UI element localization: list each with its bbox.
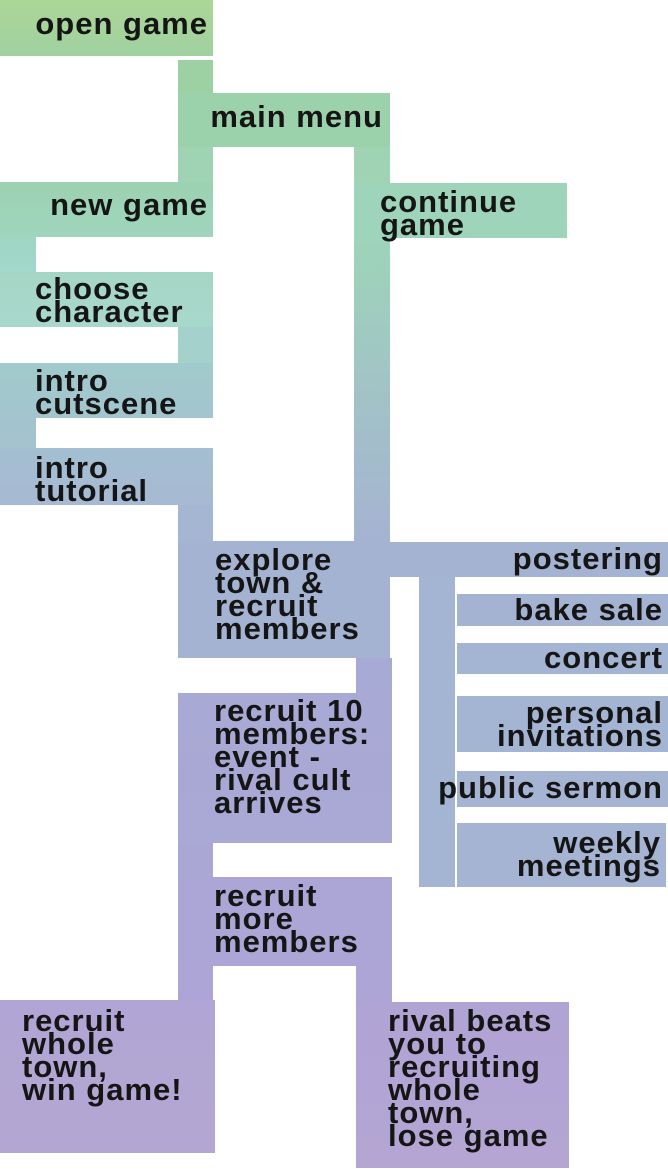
connector-main-to-continue <box>354 147 390 184</box>
node-win-game: recruit whole town, win game! <box>0 1000 215 1153</box>
node-explore-town-recruit-members: explore town & recruit members <box>178 541 390 658</box>
connector-tutorial-to-explore <box>178 505 213 541</box>
method-label: bake sale <box>514 592 663 627</box>
connector-open-to-main <box>178 60 213 94</box>
node-new-game: new game <box>0 182 213 237</box>
connector-explore-to-methods <box>390 542 457 577</box>
node-intro-cutscene: intro cutscene <box>0 363 213 419</box>
connector-continue-to-explore <box>354 238 390 541</box>
connector-more-to-win <box>178 966 213 1002</box>
node-main-menu: main menu <box>178 93 390 147</box>
node-open-game: open game <box>0 0 213 56</box>
method-label: personal invitations <box>496 695 663 753</box>
node-method-concert: concert <box>457 640 668 675</box>
connector-explore-to-recruit10 <box>356 658 392 693</box>
node-choose-character: choose character <box>0 272 213 327</box>
connector-main-to-new-game <box>178 147 213 183</box>
connector-cutscene-to-tutorial <box>0 418 36 448</box>
connector-choose-to-cutscene <box>178 327 213 363</box>
node-continue-game: continue game <box>354 183 567 240</box>
connector-new-to-choose <box>0 237 36 272</box>
method-label: postering <box>512 541 663 576</box>
node-recruit-more-members: recruit more members <box>178 877 392 966</box>
connector-more-to-lose <box>356 966 392 1002</box>
node-method-postering: postering <box>457 542 668 577</box>
method-label: weekly meetings <box>516 825 661 883</box>
node-lose-game: rival beats you to recruiting whole town… <box>356 1002 569 1168</box>
node-recruit-10-members-rival-arrives: recruit 10 members: event - rival cult a… <box>178 693 392 843</box>
method-label: public sermon <box>438 770 663 805</box>
node-method-public-sermon: public sermon <box>438 771 668 807</box>
connector-methods-spine <box>419 577 455 887</box>
node-method-personal-invitations: personal invitations <box>457 696 668 752</box>
method-label: concert <box>544 640 663 675</box>
connector-recruit10-to-more <box>178 843 213 877</box>
node-method-bake-sale: bake sale <box>457 594 668 626</box>
node-method-weekly-meetings: weekly meetings <box>457 823 666 887</box>
node-intro-tutorial: intro tutorial <box>0 448 213 506</box>
